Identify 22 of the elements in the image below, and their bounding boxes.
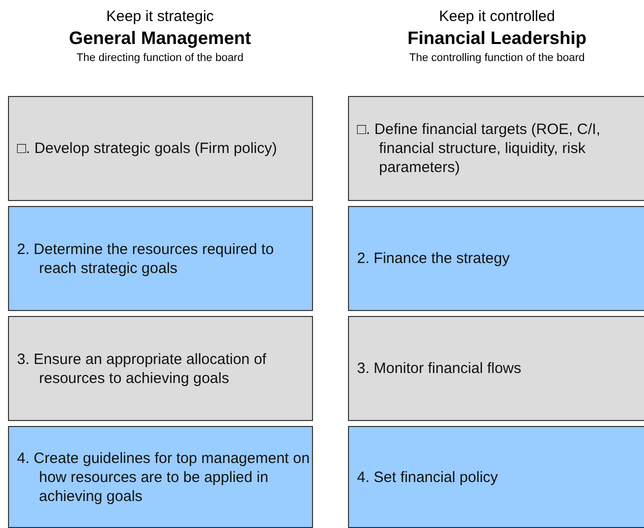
column-heading: Financial Leadership (407, 28, 587, 49)
process-box (348, 96, 644, 201)
process-box (8, 96, 313, 201)
column-heading: General Management (68, 28, 252, 49)
process-box (348, 206, 644, 311)
box-text: 2. Finance the strategy (356, 249, 510, 268)
box-text: □. Develop strategic goals (Firm policy) (16, 139, 277, 158)
column-subheading: Keep it strategic (106, 8, 214, 25)
process-box (8, 316, 313, 421)
process-box (8, 426, 313, 528)
column-description: The directing function of the board (76, 52, 244, 64)
box-text: 3. Ensure an appropriate allocation of resources to achieving goals (16, 350, 268, 388)
column-description: The controlling function of the board (409, 52, 585, 64)
process-box (8, 206, 313, 311)
box-text: □. Define financial targets (ROE, C/I, financial structure, liquidity, risk parameters) (356, 120, 602, 177)
box-text: 4. Create guidelines for top management on how resources are to be applied in achieving goals (16, 448, 311, 506)
box-text: 3. Monitor financial flows (356, 359, 522, 378)
box-text: 2. Determine the resources required to reach strategic goals (16, 240, 275, 278)
box-text: 4. Set financial policy (356, 468, 498, 486)
process-box (348, 426, 644, 528)
process-box (348, 316, 644, 421)
column-subheading: Keep it controlled (439, 8, 555, 25)
